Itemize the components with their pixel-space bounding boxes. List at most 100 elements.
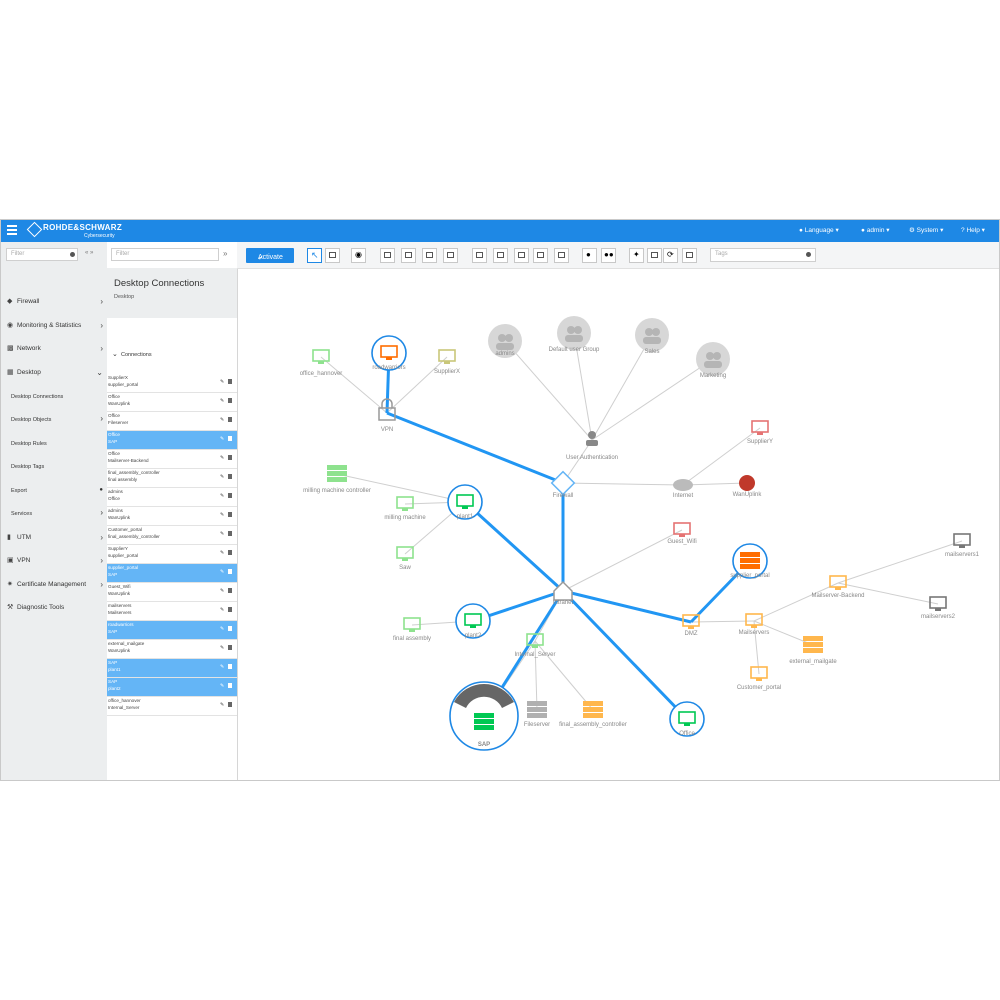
edit-icon[interactable]: ✎: [220, 455, 225, 461]
delete-icon[interactable]: [228, 683, 232, 688]
network-graph-canvas[interactable]: office_hannoverroadwarriorsSupplierXVPNa…: [237, 269, 1000, 781]
edit-icon[interactable]: ✎: [220, 512, 225, 518]
language-menu[interactable]: ● Language ▾: [799, 226, 839, 234]
add-user-button[interactable]: ●: [582, 248, 597, 263]
sidebar-subitem-desktop-objects[interactable]: Desktop Objects›: [1, 409, 107, 432]
active-connection-edge[interactable]: [463, 500, 565, 593]
sidebar-item-desktop[interactable]: ▦ Desktop ⌄: [1, 362, 107, 384]
edit-icon[interactable]: ✎: [220, 626, 225, 632]
node-fileserver[interactable]: Fileserver: [524, 701, 550, 728]
edit-icon[interactable]: ✎: [220, 645, 225, 651]
active-connection-edge[interactable]: [561, 589, 689, 721]
sidebar-subitem-desktop-tags[interactable]: Desktop Tags: [1, 456, 107, 479]
add-user-group-button[interactable]: ●●: [601, 248, 616, 263]
user-menu[interactable]: ● admin ▾: [861, 226, 890, 234]
delete-icon[interactable]: [228, 607, 232, 612]
save-button[interactable]: [647, 248, 662, 263]
add-vpn-host-button[interactable]: [472, 248, 487, 263]
node-supplierx[interactable]: SupplierX: [434, 349, 460, 375]
clear-tags-icon[interactable]: [806, 252, 811, 257]
sidebar-item-certificate-management[interactable]: ✷ Certificate Management ›: [1, 574, 107, 596]
delete-icon[interactable]: [228, 398, 232, 403]
node-customer-portal[interactable]: Customer_portal: [737, 666, 781, 691]
delete-icon[interactable]: [228, 569, 232, 574]
node-intranet[interactable]: Intranet: [553, 580, 574, 606]
connection-edge[interactable]: [534, 640, 538, 711]
edit-icon[interactable]: ✎: [220, 474, 225, 480]
add-host-group-button[interactable]: [422, 248, 437, 263]
connection-edge[interactable]: [837, 582, 939, 605]
sidebar-subitem-export[interactable]: Export●: [1, 480, 107, 503]
edit-icon[interactable]: ✎: [220, 664, 225, 670]
sidebar-filter-input[interactable]: Filter: [6, 248, 78, 261]
fit-view-button[interactable]: [682, 248, 697, 263]
sidebar-item-network[interactable]: ▩ Network ›: [1, 338, 107, 360]
connection-edge[interactable]: [534, 640, 594, 711]
edit-icon[interactable]: ✎: [220, 588, 225, 594]
node-plant2[interactable]: plant2: [455, 603, 491, 639]
delete-icon[interactable]: [228, 702, 232, 707]
sidebar-item-firewall[interactable]: ◆ Firewall ›: [1, 291, 107, 313]
node-milling-controller[interactable]: milling machine controller: [303, 465, 371, 494]
delete-icon[interactable]: [228, 626, 232, 631]
edit-icon[interactable]: ✎: [220, 702, 225, 708]
sidebar-subitem-services[interactable]: Services›: [1, 503, 107, 526]
delete-icon[interactable]: [228, 645, 232, 650]
node-office[interactable]: Office: [669, 701, 705, 737]
connection-edge[interactable]: [504, 340, 593, 441]
edit-icon[interactable]: ✎: [220, 493, 225, 499]
node-external-mailgate[interactable]: external_mailgate: [789, 636, 837, 665]
help-menu[interactable]: ? Help ▾: [961, 226, 985, 234]
system-menu[interactable]: ⚙ System ▾: [909, 226, 943, 234]
node-mailservers2[interactable]: mailservers2: [921, 596, 956, 620]
edit-icon[interactable]: ✎: [220, 398, 225, 404]
node-internal-server[interactable]: Internal_Server: [514, 633, 556, 658]
delete-icon[interactable]: [228, 436, 232, 441]
delete-icon[interactable]: [228, 417, 232, 422]
collapse-toggle-icon[interactable]: « »: [85, 250, 94, 256]
activate-button[interactable]: ✓ Activate: [246, 248, 294, 263]
connection-edge[interactable]: [573, 332, 593, 441]
node-user-auth[interactable]: User Authentication: [566, 431, 618, 461]
delete-icon[interactable]: [228, 531, 232, 536]
node-office-hannover[interactable]: office_hannover: [300, 349, 343, 377]
node-final-assembly[interactable]: final assembly: [393, 617, 431, 642]
connection-edge[interactable]: [682, 482, 748, 486]
node-dmz[interactable]: DMZ: [682, 614, 700, 637]
connection-edge[interactable]: [682, 427, 761, 486]
node-firewall[interactable]: Firewall: [550, 470, 576, 499]
edit-icon[interactable]: ✎: [220, 569, 225, 575]
tags-input[interactable]: Tags: [710, 248, 816, 262]
delete-icon[interactable]: [228, 550, 232, 555]
node-plant1[interactable]: plant1: [447, 484, 483, 520]
add-vpn-group-button[interactable]: [514, 248, 529, 263]
edit-icon[interactable]: ✎: [220, 417, 225, 423]
node-wanuplink[interactable]: WanUplink: [733, 475, 763, 498]
node-default-group[interactable]: Default user Group: [549, 316, 600, 353]
add-network-button[interactable]: [401, 248, 416, 263]
edit-icon[interactable]: ✎: [220, 531, 225, 537]
connection-edge[interactable]: [320, 356, 388, 414]
node-suppliery[interactable]: SupplierY: [747, 420, 773, 445]
delete-icon[interactable]: [228, 379, 232, 384]
menu-icon[interactable]: [7, 225, 17, 235]
magic-wand-button[interactable]: ✦: [629, 248, 644, 263]
add-network-group-button[interactable]: [443, 248, 458, 263]
add-vpn-user-group-button[interactable]: [554, 248, 569, 263]
connection-edge[interactable]: [336, 473, 466, 503]
connection-edge[interactable]: [591, 358, 714, 441]
connection-edge[interactable]: [562, 482, 684, 486]
edit-icon[interactable]: ✎: [220, 550, 225, 556]
sidebar-item-vpn[interactable]: ▣ VPN ›: [1, 550, 107, 572]
delete-icon[interactable]: [228, 493, 232, 498]
